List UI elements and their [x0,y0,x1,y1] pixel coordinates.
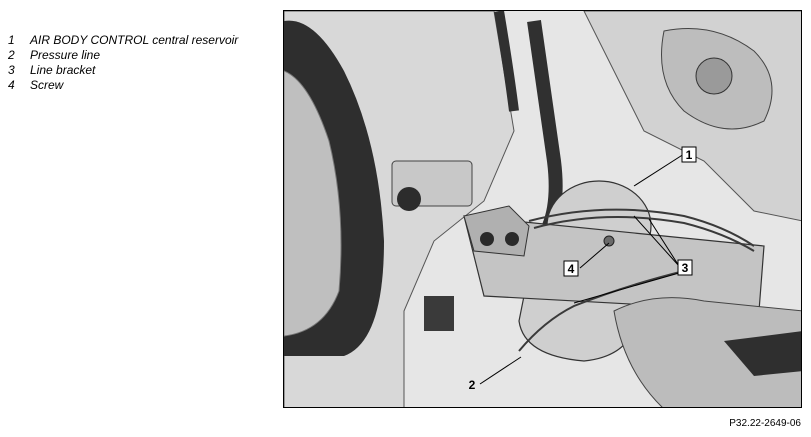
pressure-line [528,208,755,247]
bracket-hole [480,232,494,246]
legend-item: 2 Pressure line [8,48,238,63]
legend-item: 4 Screw [8,78,238,93]
callout-1-label: 1 [686,148,693,162]
callout-1: 1 [681,146,697,163]
legend-label: Pressure line [30,48,101,62]
lower-components [613,297,801,407]
callout-2-label: 2 [469,378,476,392]
legend-label: Line bracket [30,63,96,77]
wheel-rim [284,70,342,337]
figure-id: P32.22-2649-06 [729,418,801,429]
mount-bolt [695,57,733,95]
legend-number: 2 [8,48,15,62]
legend-number: 4 [8,78,15,92]
callout-4-label: 4 [568,262,575,276]
leader-line [579,242,610,269]
pressure-line [533,216,755,252]
legend-item: 1 AIR BODY CONTROL central reservoir [8,33,238,48]
leader-line [648,218,680,267]
hose [494,11,519,112]
leader-line [573,272,680,304]
bracket-hole [505,232,519,246]
illustration-svg: 1 3 4 2 [284,11,801,407]
leader-line [479,356,522,385]
lower-hose [724,331,801,376]
legend-label: Screw [30,78,64,92]
leader-line [633,215,680,267]
connector [424,296,454,331]
callout-3: 3 [677,259,693,276]
callout-4: 4 [563,260,579,277]
legend-number: 1 [8,33,15,47]
callout-3-label: 3 [682,261,689,275]
pressure-line [518,270,685,352]
leader-line [633,153,685,187]
callout-2: 2 [469,378,476,392]
legend-number: 3 [8,63,15,77]
screw [603,235,615,247]
liner-hole [397,187,421,211]
legend: 1 AIR BODY CONTROL central reservoir 2 P… [8,33,238,93]
technical-illustration: 1 3 4 2 [283,10,802,408]
legend-item: 3 Line bracket [8,63,238,78]
legend-label: AIR BODY CONTROL central reservoir [30,33,239,47]
